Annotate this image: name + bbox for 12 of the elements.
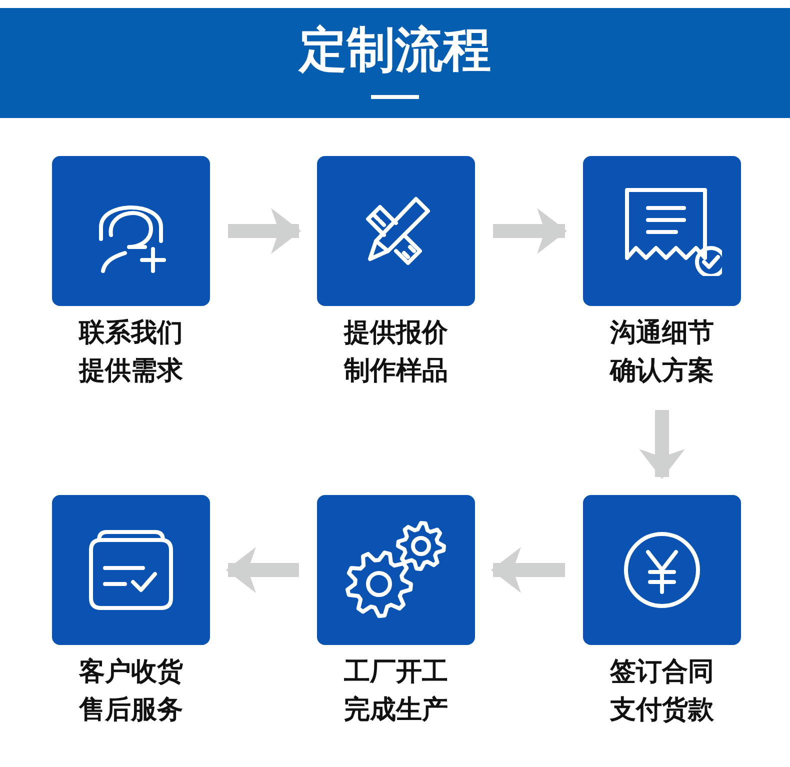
title: 定制流程	[299, 21, 491, 80]
step-label: 联系我们提供需求	[78, 317, 184, 388]
arrow	[493, 208, 567, 254]
step-label: 工厂开工完成生产	[343, 656, 449, 727]
arrow	[228, 208, 301, 254]
step-label: 客户收货售后服务	[78, 656, 184, 727]
step-label: 签订合同支付货款	[608, 656, 715, 727]
arrow	[639, 410, 685, 479]
arrow	[226, 547, 299, 593]
arrow	[491, 547, 565, 593]
step-label: 提供报价制作样品	[342, 317, 449, 388]
step-label: 沟通细节确认方案	[608, 317, 715, 388]
